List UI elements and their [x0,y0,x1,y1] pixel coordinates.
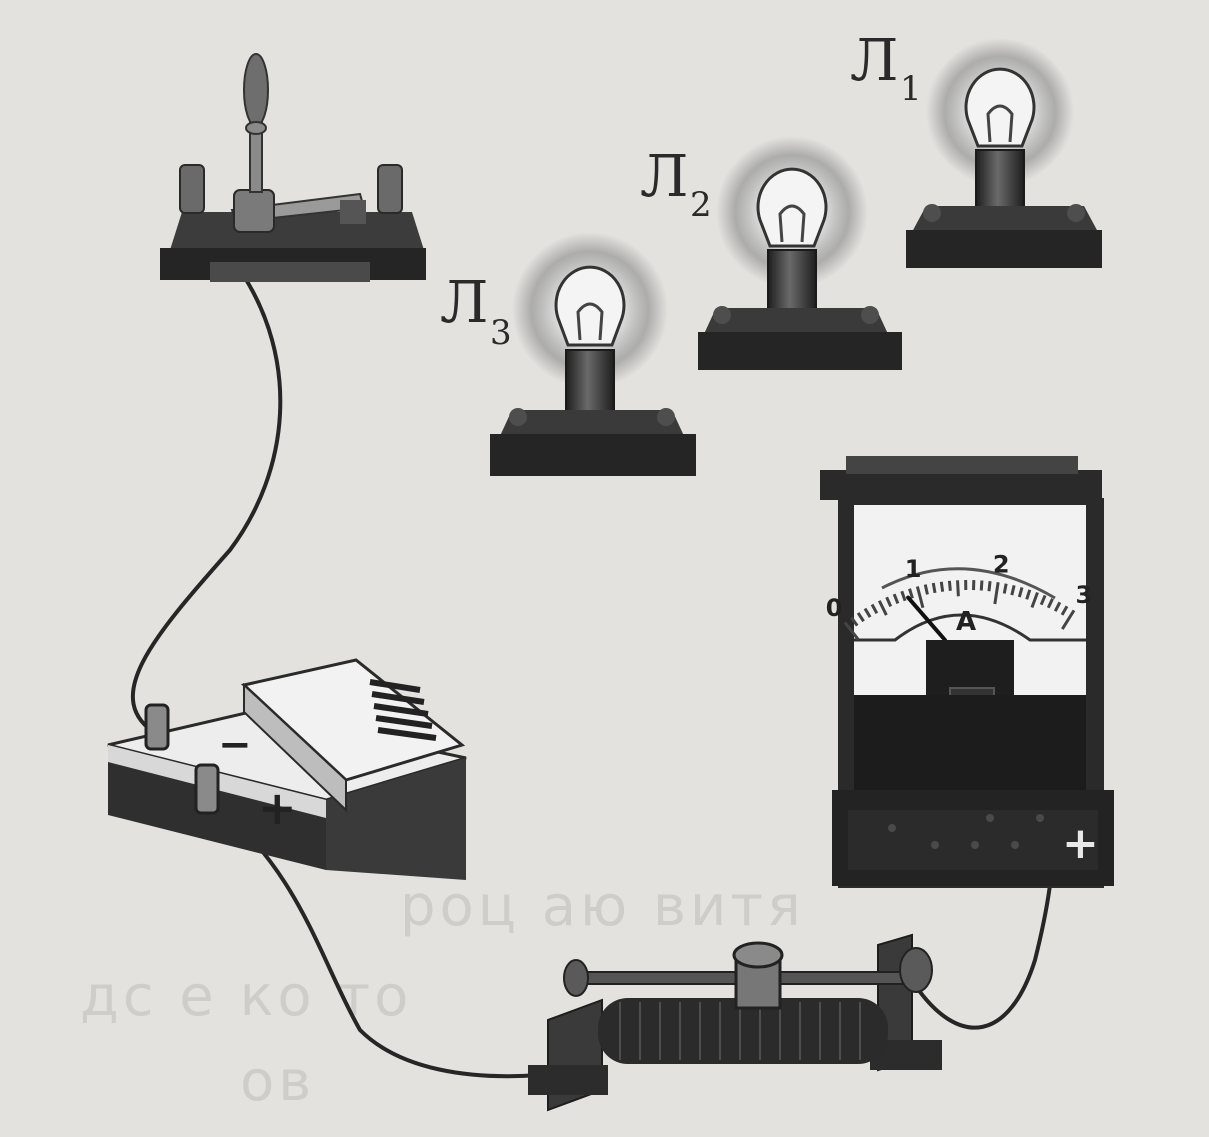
scale-tick [892,593,900,604]
scale-label: 0 [826,594,843,622]
scale-tick [1061,609,1076,630]
scale-tick [1002,583,1008,594]
lamp-label-letter: Л [850,26,898,94]
bleed-through-text: роц аю витя дс е ко то ов [80,874,805,1114]
lamp-label-letter: Л [440,268,488,336]
ammeter: 0 1 2 3 A + [820,456,1114,888]
svg-text:роц аю витя: роц аю витя [400,874,805,939]
lamp-label-3: Л 3 [440,268,512,353]
scale-label: 2 [993,550,1010,578]
scale-tick [1017,587,1024,598]
scale-tick [863,607,872,618]
rheostat [528,933,942,1112]
scale-tick [908,588,914,599]
ammeter-needle [906,595,947,642]
minus-sign: − [218,722,252,768]
scale-tick [923,584,929,595]
scale-tick [885,596,893,608]
scale-tick [1010,585,1016,596]
plus-sign: + [258,781,297,835]
scale-tick [987,581,992,592]
lamp-label-2: Л 2 [640,142,712,225]
scale-tick [979,580,984,591]
wire-source-to-rheostat [208,798,542,1079]
scale-tick [993,582,1000,605]
lamp-label-subscript: 3 [490,313,512,353]
lamp-label-1: Л 1 [850,26,922,109]
scale-tick [1053,601,1062,612]
terminal-plus [194,763,220,815]
lamp-label-subscript: 2 [690,185,712,225]
lamp-label-letter: Л [640,142,688,210]
power-source: − + [107,658,467,880]
lamp-1 [906,38,1102,268]
scale-tick [1046,598,1054,609]
scale-tick [877,600,888,616]
scale-label: 1 [905,555,922,583]
scale-tick [1039,594,1047,606]
scale-tick [956,580,960,597]
scale-tick [939,581,945,592]
scale-tick [843,621,860,641]
lamp-3 [490,232,696,476]
scale-tick [900,590,907,602]
knife-switch [160,53,426,282]
terminal-minus [144,703,170,751]
wire-rheostat-to-ammeter [913,883,1052,1030]
vent-slots [369,679,437,741]
coil-windings [619,1002,861,1060]
scale-tick [1025,589,1032,600]
scale-tick [1030,591,1039,608]
scale-ticks [843,579,1076,641]
ammeter-unit-letter: A [956,607,976,637]
scale-tick [931,582,937,594]
svg-text:дс е ко то: дс е ко то [80,964,412,1029]
lamp-2 [698,136,902,370]
scale-tick [856,612,865,623]
lamp-label-subscript: 1 [900,69,922,109]
scale-tick [915,586,925,609]
scale-tick [947,580,952,591]
scale-tick [1060,605,1069,616]
scale-label: 3 [1076,581,1093,609]
wires [130,268,1052,1079]
wire-switch-to-source [130,268,283,737]
scale-tick [870,603,879,615]
svg-text:ов: ов [240,1049,315,1114]
terminal-screws [888,814,1044,849]
ammeter-plus-sign: + [1062,818,1099,869]
scale-tick [850,616,859,627]
scale-labels: 0 1 2 3 [826,550,1092,622]
